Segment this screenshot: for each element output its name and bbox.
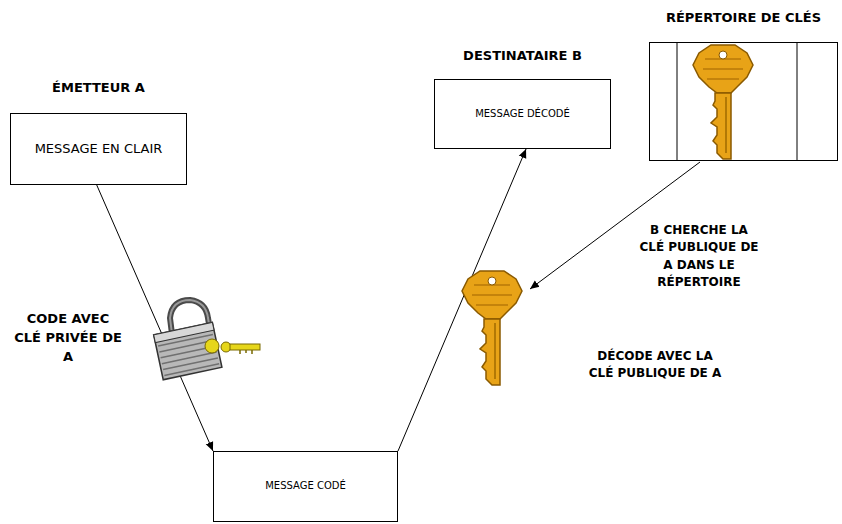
box-text: MESSAGE CODÉ (265, 479, 346, 494)
directory-rule (677, 43, 678, 160)
box-heading: ÉMETTEUR A (11, 80, 186, 95)
box-text: MESSAGE EN CLAIR (35, 140, 163, 159)
directory-key (693, 45, 753, 159)
edge-label: DÉCODE AVEC LA CLÉ PUBLIQUE DE A (585, 348, 725, 383)
connector-arrow (97, 185, 213, 451)
private-key (205, 339, 260, 354)
connector-arrow (398, 149, 526, 451)
box-heading: DESTINATAIRE B (435, 48, 610, 63)
edge-label: CODE AVEC CLÉ PRIVÉE DE A (14, 310, 122, 367)
directory-rule (797, 43, 798, 160)
sender-box: ÉMETTEUR AMESSAGE EN CLAIR (10, 113, 187, 185)
coded-message-box: MESSAGE CODÉ (213, 451, 398, 522)
key-directory-box: RÉPERTOIRE DE CLÉS (649, 42, 838, 161)
note-label: B CHERCHE LA CLÉ PUBLIQUE DE A DANS LE R… (637, 222, 761, 292)
receiver-box: DESTINATAIRE BMESSAGE DÉCODÉ (434, 79, 611, 149)
box-heading: RÉPERTOIRE DE CLÉS (650, 10, 837, 25)
box-text: MESSAGE DÉCODÉ (475, 107, 570, 122)
padlock-icon (154, 300, 222, 380)
public-key (462, 271, 522, 385)
